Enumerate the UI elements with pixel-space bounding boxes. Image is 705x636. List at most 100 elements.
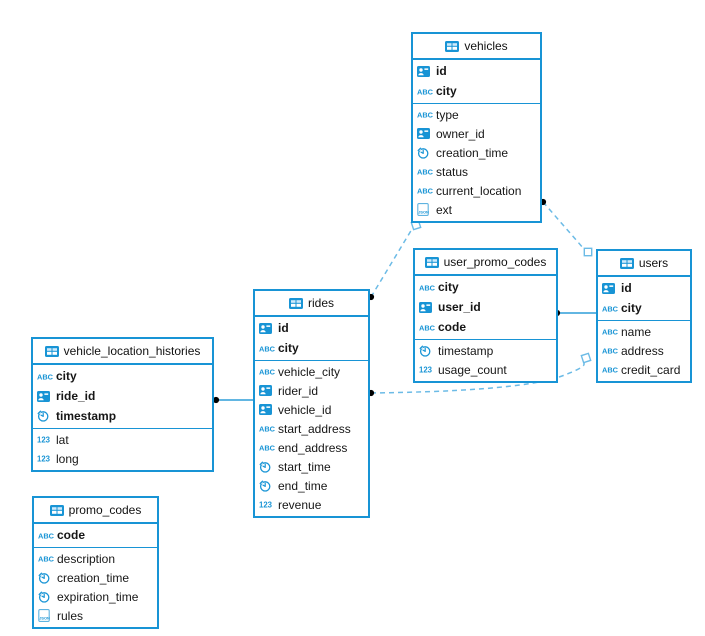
column-id[interactable]: id <box>255 318 368 338</box>
svg-text:ABC: ABC <box>259 368 275 376</box>
text-icon: ABC <box>417 167 436 176</box>
column-user_id[interactable]: user_id <box>415 297 556 317</box>
svg-text:ABC: ABC <box>417 111 433 119</box>
text-icon: ABC <box>602 346 621 355</box>
column-owner_id[interactable]: owner_id <box>413 124 540 143</box>
id-icon <box>417 65 436 77</box>
column-name: city <box>621 301 642 315</box>
column-name: description <box>57 551 116 566</box>
svg-text:123: 123 <box>37 436 51 444</box>
column-rider_id[interactable]: rider_id <box>255 381 368 400</box>
svg-text:ABC: ABC <box>602 366 618 374</box>
svg-text:123: 123 <box>37 455 51 463</box>
table-header[interactable]: vehicle_location_histories <box>33 339 212 365</box>
datetime-icon <box>419 345 438 357</box>
table-icon <box>288 297 303 309</box>
id-icon <box>259 404 278 415</box>
relationship-line-rides-vehicles[interactable] <box>370 228 413 298</box>
datetime-icon <box>37 410 56 422</box>
table-header[interactable]: rides <box>255 291 368 317</box>
column-creation_time[interactable]: creation_time <box>34 568 157 587</box>
text-icon: ABC <box>259 424 278 433</box>
column-start_time[interactable]: start_time <box>255 457 368 476</box>
text-icon: ABC <box>37 372 56 380</box>
table-header[interactable]: vehicles <box>413 34 540 60</box>
text-icon: ABC <box>602 365 621 374</box>
column-vehicle_id[interactable]: vehicle_id <box>255 400 368 419</box>
column-name: city <box>278 341 299 355</box>
id-icon <box>602 282 621 294</box>
id-icon <box>259 385 278 396</box>
column-name: address <box>621 343 664 358</box>
column-ride_id[interactable]: ride_id <box>33 386 212 406</box>
table-name: vehicle_location_histories <box>63 344 201 358</box>
table-header[interactable]: user_promo_codes <box>415 250 556 276</box>
datetime-icon <box>38 591 57 603</box>
svg-text:ABC: ABC <box>419 283 435 291</box>
column-end_time[interactable]: end_time <box>255 476 368 495</box>
text-icon: ABC <box>417 186 436 195</box>
column-name: start_time <box>278 459 331 474</box>
json-icon: JSON <box>38 609 57 622</box>
column-id[interactable]: id <box>413 61 540 81</box>
column-id[interactable]: id <box>598 278 690 298</box>
table-icon <box>44 345 59 357</box>
column-name: code <box>438 320 467 334</box>
table-header[interactable]: users <box>598 251 690 277</box>
column-name: creation_time <box>436 145 509 160</box>
svg-text:ABC: ABC <box>259 425 275 433</box>
text-icon: ABC <box>602 304 621 312</box>
column-timestamp[interactable]: timestamp <box>33 406 212 426</box>
column-name: type <box>436 107 459 122</box>
table-name: user_promo_codes <box>443 255 547 269</box>
column-name: owner_id <box>436 126 485 141</box>
column-creation_time[interactable]: creation_time <box>413 143 540 162</box>
number-icon: 123 <box>419 365 438 374</box>
svg-text:ABC: ABC <box>419 323 435 331</box>
relationship-line-vehicles-users[interactable] <box>542 201 585 250</box>
relation-square-marker <box>580 352 592 364</box>
column-name: city <box>438 280 459 294</box>
column-expiration_time[interactable]: expiration_time <box>34 587 157 606</box>
text-icon: ABC <box>602 327 621 336</box>
svg-text:123: 123 <box>259 501 273 509</box>
id-icon <box>417 128 436 139</box>
table-header[interactable]: promo_codes <box>34 498 157 524</box>
column-name: rider_id <box>278 383 319 398</box>
column-timestamp[interactable]: timestamp <box>415 341 556 360</box>
